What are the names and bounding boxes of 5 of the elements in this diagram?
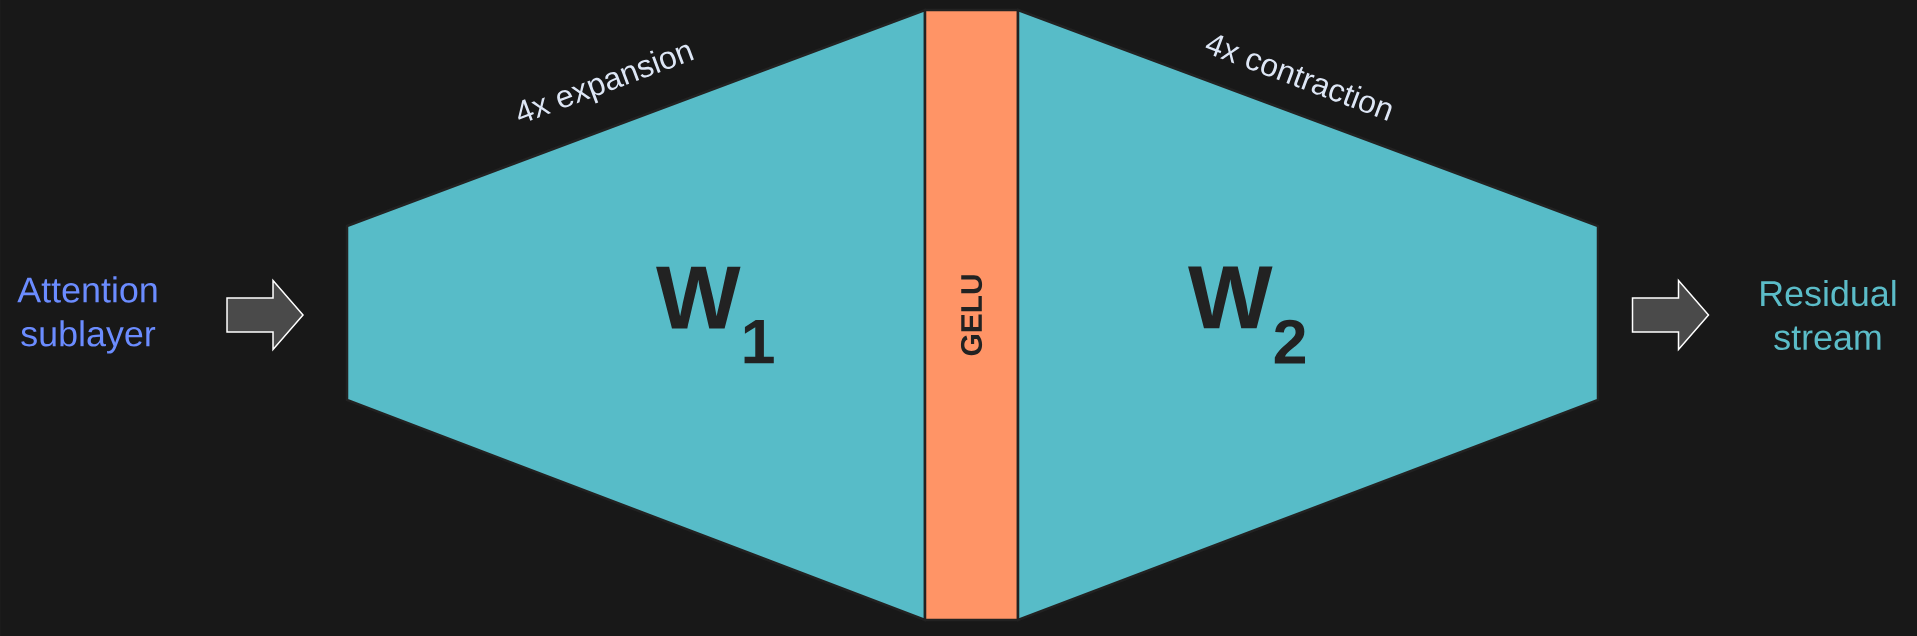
text-label: Attention sublayer: [17, 276, 157, 354]
text-label: Residual stream: [1761, 279, 1896, 351]
activation-bar: GELU: [923, 8, 1020, 622]
block-arrow: [226, 278, 304, 352]
block-arrow: [1631, 278, 1710, 352]
